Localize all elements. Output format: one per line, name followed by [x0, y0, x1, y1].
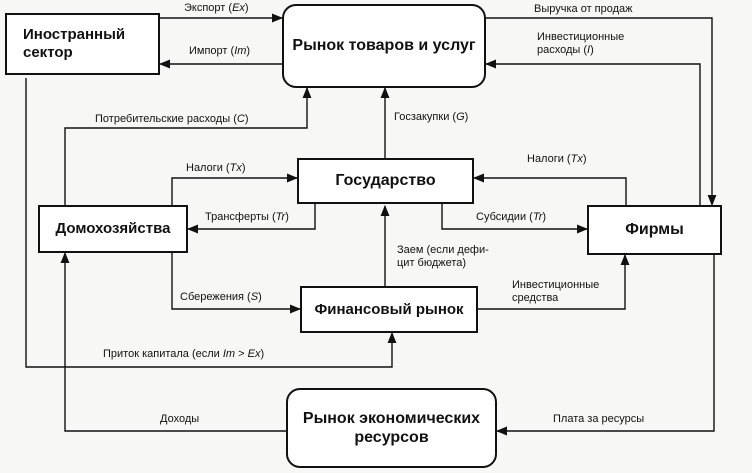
resource-market-box: Рынок экономических ресурсов [286, 388, 497, 468]
taxes-households-arrow [171, 173, 299, 205]
investment-spending-arrow [484, 59, 701, 205]
resource-market-label: Рынок экономических ресурсов [302, 409, 481, 446]
government-box: Государство [297, 158, 474, 204]
savings-arrow [171, 252, 302, 314]
loan-label: Заем (если дефи- цит бюджета) [397, 244, 489, 269]
taxes-households-label: Налоги (Tx) [186, 162, 246, 174]
goods-market-label: Рынок товаров и услуг [292, 37, 476, 55]
resource-payment-label: Плата за ресурсы [553, 413, 645, 425]
gov-purchases-label: Госзакупки (G) [394, 111, 469, 123]
export-label: Экспорт (Ex) [184, 2, 249, 14]
foreign-sector-label: Иностранный сектор [23, 26, 126, 61]
subsidies-label: Субсидии (Tr) [476, 211, 547, 223]
investment-funds-arrow [478, 253, 630, 310]
investment-spending-label: Инвестиционные расходы (I) [537, 31, 625, 56]
taxes-firms-arrow [472, 173, 627, 205]
consumer-spending-arrow [64, 86, 312, 205]
transfers-arrow [186, 204, 316, 234]
taxes-firms-label: Налоги (Tx) [527, 153, 587, 165]
investment-funds-label: Инвестиционные средства [512, 279, 600, 304]
import-label: Импорт (Im) [189, 45, 251, 57]
incomes-arrow [60, 251, 286, 432]
firms-box: Фирмы [587, 205, 722, 255]
subsidies-arrow [441, 204, 589, 234]
capital-inflow-arrow [25, 78, 397, 368]
incomes-label: Доходы [160, 413, 200, 425]
capital-inflow-label: Приток капитала (если Im > Ex) [103, 348, 265, 360]
consumer-spending-label: Потребительские расходы (C) [95, 113, 249, 125]
revenue-arrow [484, 17, 717, 207]
government-label: Государство [335, 172, 436, 190]
foreign-sector-box: Иностранный сектор [5, 13, 160, 75]
goods-market-box: Рынок товаров и услуг [282, 4, 486, 88]
households-box: Домохозяйства [38, 205, 188, 253]
financial-market-box: Финансовый рынок [300, 286, 478, 333]
firms-label: Фирмы [625, 221, 684, 239]
resource-payment-arrow [495, 255, 715, 436]
savings-label: Сбережения (S) [180, 291, 262, 303]
financial-market-label: Финансовый рынок [314, 300, 464, 318]
transfers-label: Трансферты (Tr) [205, 211, 289, 223]
revenue-label: Выручка от продаж [534, 3, 633, 15]
households-label: Домохозяйства [55, 220, 171, 237]
